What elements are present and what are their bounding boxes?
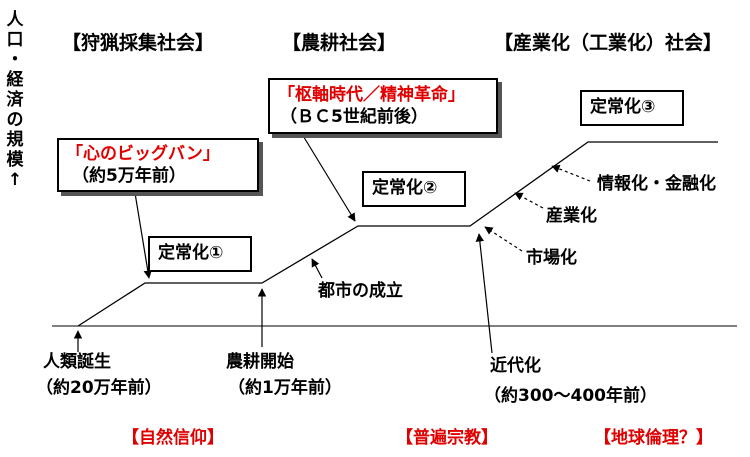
modernization-date: （約300～400年前） (484, 386, 657, 406)
growth-curve (77, 141, 718, 327)
steady-state-2-label: 定常化② (372, 178, 438, 198)
arrow-city (311, 258, 323, 279)
religion-global-ethics-label: 【地球倫理？】 (594, 428, 713, 448)
y-axis-char: ↑ (7, 170, 23, 190)
steady-state-1-label: 定常化① (158, 243, 224, 263)
big-bang-date: （約5万年前） (72, 166, 186, 186)
farming-start-date: （約1万年前） (228, 378, 342, 398)
human-birth-label: 人類誕生 (43, 352, 111, 372)
axial-age-box (268, 78, 498, 134)
y-axis-char: 模 (6, 150, 24, 170)
arrow-marketization (484, 226, 523, 252)
arrow-big-bang (134, 192, 152, 279)
industrialization-label: 産業化 (546, 206, 597, 226)
religion-universal-label: 【普遍宗教】 (396, 428, 498, 448)
arrow-axial-age (301, 133, 356, 222)
y-axis-label: 人 口 ・ 経 済 の 規 模 ↑ (4, 10, 26, 190)
y-axis-char: 規 (6, 130, 24, 150)
human-birth-date: （約20万年前） (36, 378, 162, 398)
y-axis-char: ・ (6, 50, 24, 70)
y-axis-char: 人 (6, 10, 24, 30)
header-hunting-society: 【狩猟採集社会】 (62, 32, 215, 54)
steady-state-3-box (580, 90, 684, 126)
big-bang-title: 「心のビッグバン」 (66, 144, 220, 164)
header-agricultural-society: 【農耕社会】 (282, 32, 397, 54)
arrow-modernization (475, 233, 493, 354)
header-industrial-society: 【産業化（工業化）社会】 (494, 32, 723, 54)
marketization-label: 市場化 (526, 248, 577, 268)
religion-natural-label: 【自然信仰】 (122, 428, 224, 448)
steady-state-2-box (362, 171, 466, 207)
arrow-info-finance (551, 164, 591, 182)
info-finance-label: 情報化・金融化 (597, 174, 716, 194)
city-formation-label: 都市の成立 (318, 281, 403, 301)
axial-age-date: （ＢＣ5世紀前後） (280, 107, 428, 127)
farming-start-label: 農耕開始 (226, 352, 294, 372)
y-axis-char: 口 (6, 30, 24, 50)
steady-state-1-box (148, 236, 252, 272)
axial-age-title: 「枢軸時代／精神革命」 (278, 85, 465, 105)
big-bang-box (57, 138, 259, 192)
y-axis-char: の (6, 110, 24, 130)
y-axis-char: 済 (6, 90, 24, 110)
y-axis-char: 経 (6, 70, 24, 90)
arrow-industrialization (514, 192, 544, 209)
steady-state-3-label: 定常化③ (590, 97, 656, 117)
modernization-label: 近代化 (490, 356, 541, 376)
